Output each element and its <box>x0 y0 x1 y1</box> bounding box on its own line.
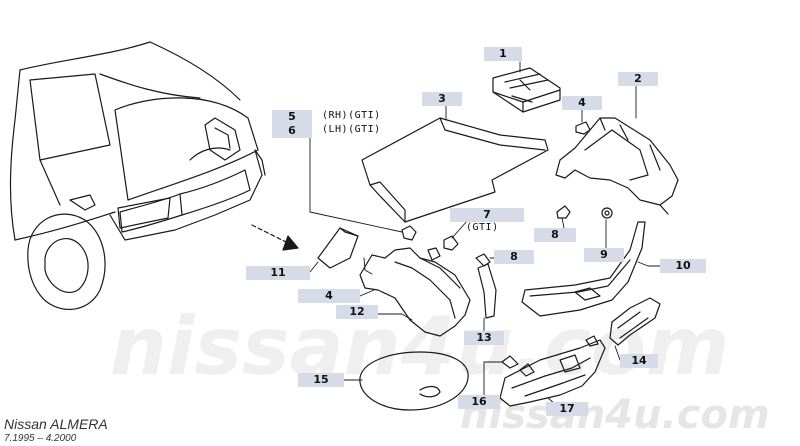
strip-13-illustration <box>477 263 497 319</box>
leader-lines <box>309 61 663 411</box>
clip-8-right <box>556 205 571 219</box>
part-11-callout[interactable]: 11 <box>246 266 310 280</box>
part-1-callout[interactable]: 1 <box>484 47 522 61</box>
clip-5-6 <box>401 225 417 241</box>
part-16-callout[interactable]: 16 <box>458 395 500 409</box>
model-caption: Nissan ALMERA <box>4 416 108 432</box>
part-9-callout[interactable]: 9 <box>584 248 624 262</box>
clip-9 <box>601 207 613 219</box>
cover-11-illustration <box>317 227 359 269</box>
part-2-callout[interactable]: 2 <box>618 72 658 86</box>
trunk-carpet-illustration <box>361 117 549 223</box>
part-12-callout[interactable]: 12 <box>336 305 378 319</box>
part-6-callout[interactable]: 6 <box>272 124 312 138</box>
clip-4-upper <box>575 121 591 135</box>
note-rh-gti: (RH)(GTI) <box>322 110 381 121</box>
part-4b-callout[interactable]: 4 <box>298 289 360 303</box>
sill-plate-illustration <box>521 221 646 317</box>
watermark-bottom: nissan4u.com <box>460 392 770 438</box>
note-gti: (GTI) <box>466 222 499 233</box>
clip-7 <box>443 235 459 251</box>
part-8b-callout[interactable]: 8 <box>534 228 576 242</box>
note-lh-gti: (LH)(GTI) <box>322 124 381 135</box>
car-body-illustration <box>9 41 266 310</box>
part-10-callout[interactable]: 10 <box>660 259 706 273</box>
part-7-callout[interactable]: 7 <box>450 208 524 222</box>
part-8a-callout[interactable]: 8 <box>494 250 534 264</box>
spare-cover-illustration <box>359 351 469 411</box>
direction-arrow <box>251 224 293 246</box>
lower-trim-illustration <box>499 335 606 407</box>
part-4a-callout[interactable]: 4 <box>562 96 602 110</box>
bracket-14-illustration <box>609 297 661 346</box>
part-17-callout[interactable]: 17 <box>546 402 588 416</box>
part-5-callout[interactable]: 5 <box>272 110 312 124</box>
period-caption: 7.1995 – 4.2000 <box>4 433 77 444</box>
side-trim-lh-illustration <box>359 247 471 337</box>
part-3-callout[interactable]: 3 <box>422 92 462 106</box>
part-13-callout[interactable]: 13 <box>464 331 504 345</box>
tool-tray-illustration <box>492 67 561 113</box>
part-15-callout[interactable]: 15 <box>298 373 344 387</box>
part-14-callout[interactable]: 14 <box>620 354 658 368</box>
clip-8-left <box>475 253 491 267</box>
watermark-center: nissan4u.com <box>110 300 730 393</box>
side-trim-rh-illustration <box>555 117 679 215</box>
